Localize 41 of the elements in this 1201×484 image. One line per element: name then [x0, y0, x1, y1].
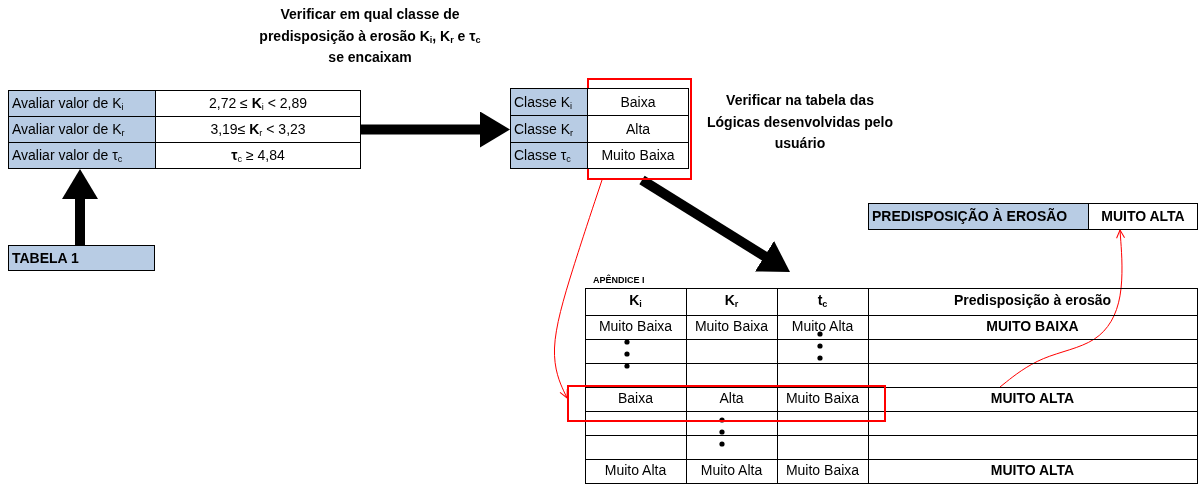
arrow [999, 229, 1126, 388]
arrow [62, 169, 98, 245]
table-cell: Alta [587, 115, 689, 143]
table-cell: Muito Baixa [777, 459, 868, 483]
table-cell: MUITO ALTA [1088, 203, 1198, 230]
table-cell: Classe τ$_{c}$ [510, 142, 588, 169]
table-cell: Muito Alta [777, 315, 868, 339]
table-cell: Classe K$_{i}$ [510, 88, 588, 116]
table-cell: Alta [686, 387, 777, 411]
table-cell: PREDISPOSIÇÃO À EROSÃO [868, 203, 1089, 230]
table-cell: MUITO ALTA [868, 459, 1197, 483]
table [585, 272, 1198, 484]
table-cell: Muito Baixa [587, 142, 689, 169]
table-cell: Muito Alta [686, 459, 777, 483]
highlight-frame [567, 385, 886, 422]
table-cell: Baixa [587, 88, 689, 116]
table-cell: Predisposição à erosão [868, 288, 1197, 315]
table-cell: Classe K$_{r}$ [510, 115, 588, 143]
table-cell: MUITO BAIXA [868, 315, 1197, 339]
table-cell: Baixa [585, 387, 686, 411]
table-cell: Avaliar valor de τ$_{c}$ [8, 142, 156, 169]
instruction-text: Verificar em qual classe de predisposição à erosão K$_{i}$, K$_{r}$ e τ$_{c}$ se encaixam [258, 5, 482, 68]
table-heading: APÊNDICE I [593, 274, 645, 286]
table-cell: Muito Alta [585, 459, 686, 483]
table-cell: MUITO ALTA [868, 387, 1197, 411]
table-cell: Avaliar valor de K$_{r}$ [8, 116, 156, 143]
table-cell: Avaliar valor de K$_{i}$ [8, 90, 156, 117]
table-cell: Muito Baixa [686, 315, 777, 339]
arrow [360, 111, 510, 148]
arrow [553, 179, 603, 399]
highlight-frame [587, 78, 692, 180]
table-cell: K$_{r}$ [686, 288, 777, 315]
table-cell: K$_{i}$ [585, 288, 686, 315]
table-cell: TABELA 1 [8, 245, 155, 271]
table-cell: Muito Baixa [585, 315, 686, 339]
table [510, 88, 588, 169]
table-cell: Muito Baixa [777, 387, 868, 411]
arrow [639, 175, 790, 272]
table-cell: t$_{c}$ [777, 288, 868, 315]
table [8, 90, 360, 169]
instruction-text: Verificar na tabela das Lógicas desenvolvidas pelo usuário [706, 91, 894, 154]
